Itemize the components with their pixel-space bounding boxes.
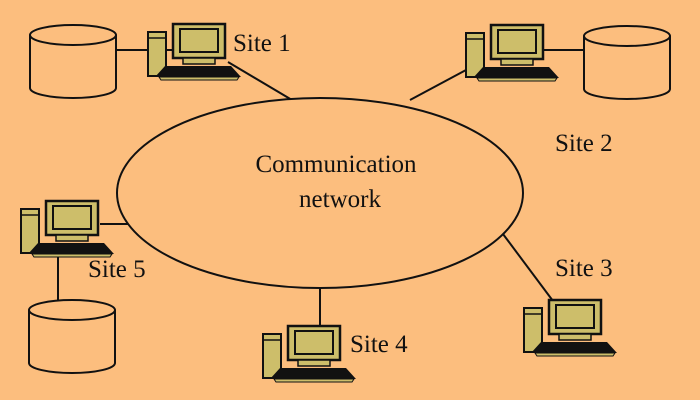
computer-icon-site5 xyxy=(19,199,116,259)
site3-label: Site 3 xyxy=(555,255,613,282)
database-icon-site2 xyxy=(583,25,671,100)
link-site1-network xyxy=(227,61,293,101)
link-site3-network xyxy=(496,225,554,302)
link-site2-network xyxy=(409,69,467,101)
site1-label: Site 1 xyxy=(233,30,291,57)
computer-icon-site3 xyxy=(522,298,619,358)
network-label-line2: network xyxy=(299,186,381,213)
site4-label: Site 4 xyxy=(350,331,408,358)
computer-icon-site4 xyxy=(261,324,358,384)
network-label-line1: Communication xyxy=(255,151,417,178)
database-icon-site1 xyxy=(29,24,117,99)
database-icon-site5 xyxy=(28,299,116,374)
site5-label: Site 5 xyxy=(88,256,146,283)
site2-label: Site 2 xyxy=(555,130,613,157)
computer-icon-site1 xyxy=(146,22,243,82)
communication-network-ellipse xyxy=(116,97,524,289)
computer-icon-site2 xyxy=(464,23,561,83)
